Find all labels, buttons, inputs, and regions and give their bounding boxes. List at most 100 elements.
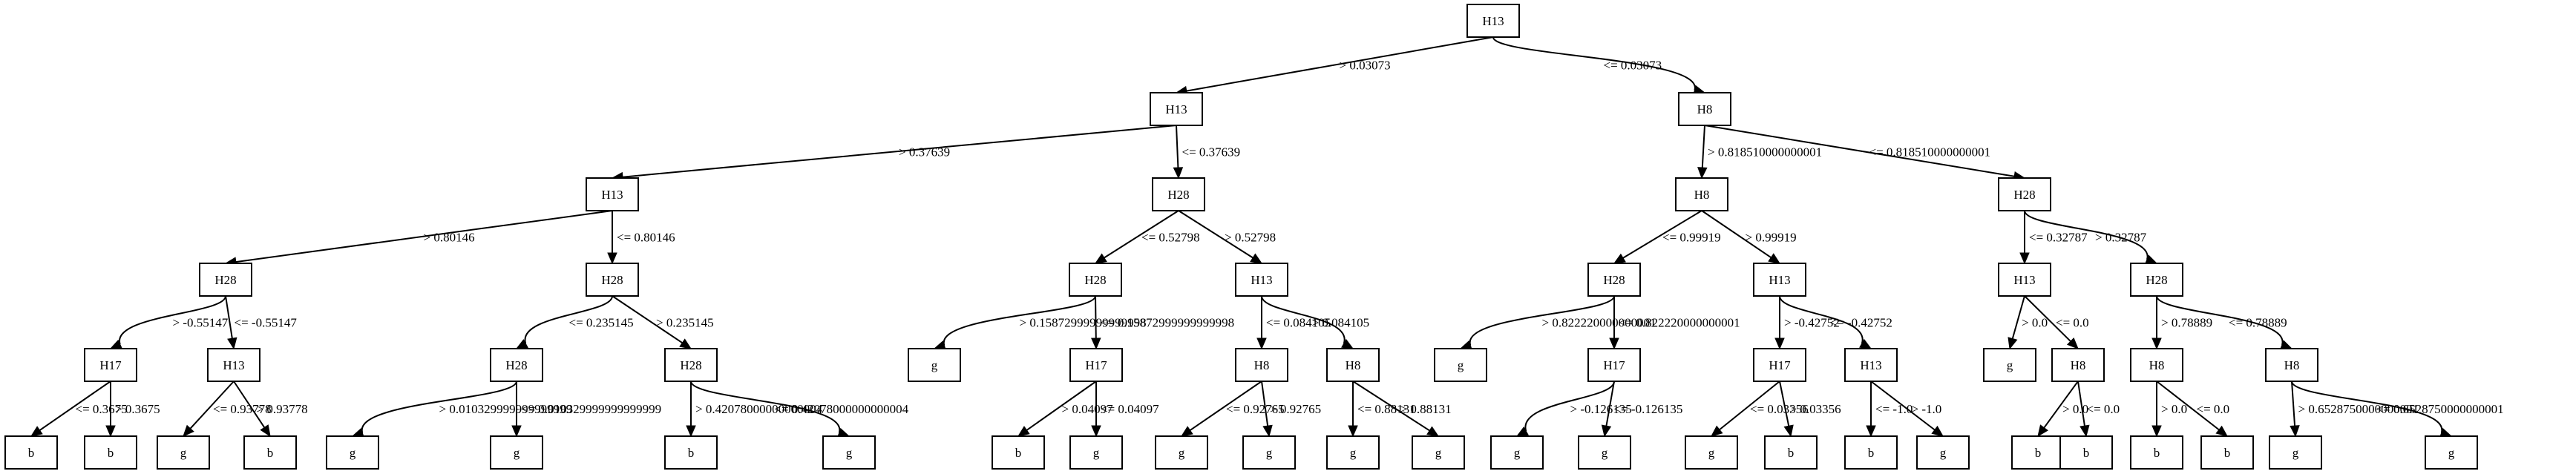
- tree-node: H13: [1998, 263, 2051, 297]
- tree-edge-label: > 0.03073: [1340, 59, 1391, 73]
- tree-node-label: b: [28, 446, 35, 460]
- tree-edge-line: [1176, 125, 1179, 168]
- tree-node-box: [2269, 435, 2322, 470]
- tree-node-box: [1764, 435, 1818, 470]
- tree-edge-line: [2024, 210, 2149, 260]
- tree-edge: <= 0.0: [2024, 295, 2089, 349]
- tree-edge-line: [1701, 210, 1772, 258]
- edges-layer: > 0.03073<= 0.03073> 0.37639<= 0.37639> …: [30, 36, 2504, 438]
- tree-node: g: [1490, 435, 1544, 470]
- tree-node: H13: [1150, 92, 1203, 126]
- tree-edge-label: > 0.818510000000001: [1708, 145, 1822, 159]
- tree-edge: > 0.37639: [611, 125, 1177, 182]
- tree-edge: > 0.93778: [233, 381, 308, 438]
- tree-edge: > 0.04097: [1017, 381, 1113, 437]
- tree-node-label: g: [1179, 446, 1185, 460]
- tree-edge-label: <= 0.818510000000001: [1869, 145, 1991, 159]
- tree-edge-line: [1704, 125, 2015, 177]
- tree-node-label: H28: [2013, 188, 2035, 202]
- tree-edge-label: <= 0.0: [2197, 402, 2230, 416]
- tree-edge-line: [1492, 36, 1696, 90]
- tree-edge-label: > 0.3675: [115, 402, 160, 416]
- tree-node-label: H28: [680, 358, 701, 372]
- tree-node-label: H17: [1769, 358, 1791, 372]
- arrowhead-icon: [1262, 424, 1273, 438]
- tree-edge: <= 0.084105: [1256, 296, 1331, 350]
- tree-edge-label: > 0.88131: [1400, 402, 1452, 416]
- tree-node-box: [1069, 348, 1123, 382]
- tree-node: H8: [1326, 348, 1380, 382]
- tree-edge-label: <= 0.822220000000001: [1619, 316, 1740, 330]
- tree-node: g: [157, 435, 210, 470]
- tree-edge: > 0.15872999999999998: [933, 295, 1147, 350]
- tree-edge: <= 0.03073: [1492, 36, 1706, 95]
- tree-node: H13: [1466, 4, 1520, 38]
- tree-edge-label: > 0.37639: [899, 145, 950, 159]
- tree-edge-label: <= 0.6528750000000001: [2376, 402, 2504, 416]
- tree-node: H17: [1069, 348, 1123, 382]
- tree-edge: > 0.88131: [1352, 381, 1452, 437]
- tree-node-box: [2200, 435, 2254, 470]
- tree-node: g: [1242, 435, 1296, 470]
- tree-edge-label: <= 0.084105: [1266, 316, 1331, 330]
- tree-edge-line: [1352, 381, 1430, 432]
- tree-node-label: b: [1868, 446, 1875, 460]
- tree-node-label: H28: [1084, 273, 1106, 287]
- tree-node-box: [1998, 177, 2051, 211]
- tree-edge-label: <= 0.99919: [1662, 231, 1721, 245]
- arrowhead-icon: [1426, 426, 1440, 437]
- tree-edge-line: [1469, 295, 1615, 346]
- tree-node: g: [1983, 348, 2036, 382]
- tree-edge-label: > 0.010329999999999999: [439, 402, 573, 416]
- tree-edge: <= 0.3675: [30, 381, 128, 437]
- tree-edge-label: > -0.42752: [1784, 316, 1840, 330]
- tree-edge-label: <= 0.42078000000000004: [775, 402, 909, 416]
- tree-edge: > -0.42752: [1774, 296, 1840, 350]
- tree-edge: <= 0.99919: [1613, 210, 1721, 264]
- arrowhead-icon: [2080, 424, 2090, 438]
- tree-node-box: [992, 435, 1045, 470]
- tree-node-box: [1326, 348, 1380, 382]
- tree-node: H28: [1069, 263, 1122, 297]
- tree-edge: > 0.010329999999999999: [351, 381, 573, 438]
- tree-edge: <= -0.126135: [1601, 381, 1682, 438]
- tree-edge-label: > -0.126135: [1570, 402, 1632, 416]
- tree-node-box: [1675, 177, 1728, 211]
- arrowhead-icon: [511, 425, 522, 438]
- tree-edge-label: <= 0.0: [2087, 402, 2120, 416]
- tree-node-box: [1412, 435, 1465, 470]
- tree-node: b: [2011, 435, 2065, 470]
- tree-edge-line: [2156, 381, 2220, 431]
- tree-edge: > 0.52798: [1178, 210, 1276, 264]
- tree-node-box: [2130, 348, 2183, 382]
- arrowhead-icon: [607, 252, 617, 265]
- tree-node: g: [326, 435, 379, 470]
- tree-node-label: g: [2007, 358, 2013, 372]
- tree-node: b: [1764, 435, 1818, 470]
- tree-node: b: [84, 435, 137, 470]
- tree-node-label: H13: [223, 358, 244, 372]
- arrowhead-icon: [1783, 424, 1794, 438]
- tree-node: H28: [2130, 263, 2183, 297]
- tree-edge-label: > 0.92765: [1270, 402, 1321, 416]
- tree-node-label: b: [1015, 446, 1022, 460]
- tree-node: g: [490, 435, 543, 470]
- tree-edge: <= 0.0: [2077, 381, 2120, 438]
- tree-edge: > 0.80146: [224, 210, 613, 267]
- arrowhead-icon: [1931, 425, 1944, 437]
- tree-edge-label: <= 0.92765: [1226, 402, 1285, 416]
- tree-node-label: H28: [601, 273, 623, 287]
- tree-node-box: [84, 348, 137, 382]
- tree-node-label: b: [267, 446, 274, 460]
- tree-edge-label: <= 0.03073: [1604, 59, 1662, 73]
- arrowhead-icon: [1609, 338, 1619, 350]
- tree-node: g: [1578, 435, 1631, 470]
- tree-edge-line: [119, 295, 226, 345]
- tree-node-label: H8: [2284, 358, 2300, 372]
- tree-node-label: H8: [1346, 358, 1361, 372]
- tree-node-box: [4, 435, 58, 470]
- tree-node-label: H13: [601, 188, 623, 202]
- arrowhead-icon: [1341, 338, 1354, 349]
- tree-node-box: [1983, 348, 2036, 382]
- tree-edge: <= -0.55147: [225, 295, 297, 350]
